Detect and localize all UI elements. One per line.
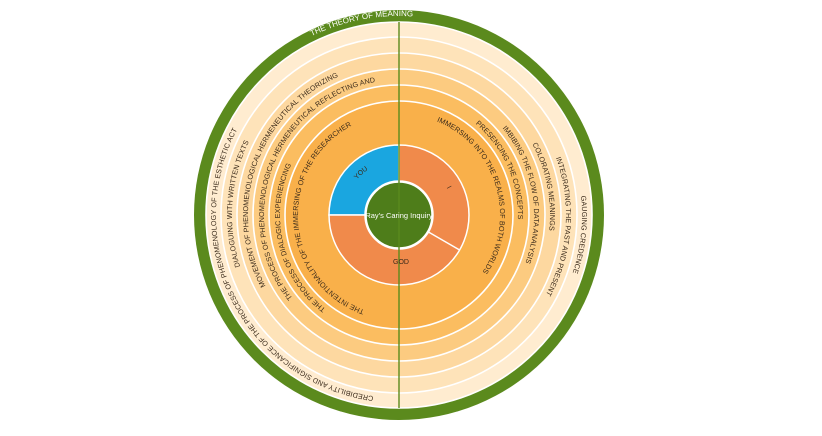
rings-layer [194,10,604,420]
segment-i-god [328,144,470,286]
segment-divider [428,231,460,251]
segment-you [328,144,400,216]
segment-god-label: GOD [393,259,409,266]
center-label: Ray's Caring Inquiry [365,211,433,220]
segment-i-label: I [445,185,452,190]
